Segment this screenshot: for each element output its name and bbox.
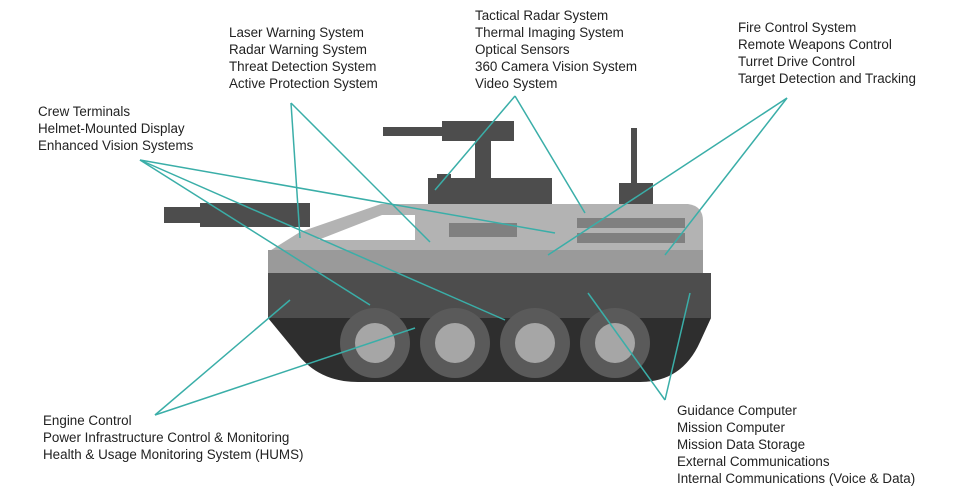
label-group-fire-control: Fire Control System Remote Weapons Contr… <box>738 19 916 87</box>
remote-weapon-post <box>475 141 491 181</box>
mid-hull <box>268 250 703 274</box>
label-group-sensor-systems: Tactical Radar System Thermal Imaging Sy… <box>475 7 637 92</box>
gun-barrel-sleeve <box>200 203 310 227</box>
label-item: Laser Warning System <box>229 25 364 40</box>
leader-line <box>154 299 291 416</box>
road-wheel-hub <box>515 323 555 363</box>
road-wheel-hub <box>595 323 635 363</box>
road-wheel-hub <box>355 323 395 363</box>
label-item: Mission Data Storage <box>677 437 806 452</box>
label-item: Mission Computer <box>677 420 785 435</box>
label-item: Health & Usage Monitoring System (HUMS) <box>43 447 304 462</box>
label-item: Threat Detection System <box>229 59 377 74</box>
leader-line <box>587 292 666 401</box>
label-group-engine-control: Engine Control Power Infrastructure Cont… <box>43 412 303 463</box>
leader-line <box>290 102 301 239</box>
label-group-crew-terminals: Crew Terminals Helmet-Mounted Display En… <box>38 103 193 154</box>
label-item: Helmet-Mounted Display <box>38 121 185 136</box>
label-item: Thermal Imaging System <box>475 25 624 40</box>
leader-line <box>434 95 516 191</box>
label-group-mission-computing: Guidance Computer Mission Computer Missi… <box>677 402 915 487</box>
label-item: Power Infrastructure Control & Monitorin… <box>43 430 290 445</box>
leader-line <box>139 159 371 306</box>
leader-line <box>290 102 431 243</box>
label-item: Video System <box>475 76 558 91</box>
label-item: Target Detection and Tracking <box>738 71 916 86</box>
leader-line <box>664 97 788 256</box>
label-group-warning-systems: Laser Warning System Radar Warning Syste… <box>229 24 378 92</box>
remote-weapon-barrel <box>383 127 458 136</box>
leader-line <box>547 97 788 256</box>
label-item: Enhanced Vision Systems <box>38 138 194 153</box>
label-item: Active Protection System <box>229 76 378 91</box>
label-item: Radar Warning System <box>229 42 367 57</box>
sensor-bump <box>437 174 451 180</box>
label-item: Crew Terminals <box>38 104 131 119</box>
label-item: Guidance Computer <box>677 403 797 418</box>
leader-line <box>514 95 586 214</box>
label-item: Remote Weapons Control <box>738 37 892 52</box>
label-item: 360 Camera Vision System <box>475 59 638 74</box>
label-item: Internal Communications (Voice & Data) <box>677 471 916 486</box>
side-vent-3 <box>577 233 685 243</box>
label-item: Optical Sensors <box>475 42 570 57</box>
label-item: Fire Control System <box>738 20 857 35</box>
leader-line <box>664 292 691 401</box>
leader-line <box>139 159 506 321</box>
leader-line <box>154 327 416 416</box>
label-item: Engine Control <box>43 413 132 428</box>
label-item: External Communications <box>677 454 830 469</box>
hull-window <box>318 215 415 240</box>
leader-line <box>139 159 556 234</box>
side-vent-2 <box>577 218 685 228</box>
label-item: Turret Drive Control <box>738 54 856 69</box>
antenna-mast <box>631 128 637 186</box>
side-vent-1 <box>449 223 517 237</box>
road-wheel-hub <box>435 323 475 363</box>
lower-hull <box>268 273 711 318</box>
tank-illustration <box>164 121 711 382</box>
remote-weapon-body <box>442 121 514 141</box>
leader-lines <box>139 95 788 416</box>
label-item: Tactical Radar System <box>475 8 609 23</box>
